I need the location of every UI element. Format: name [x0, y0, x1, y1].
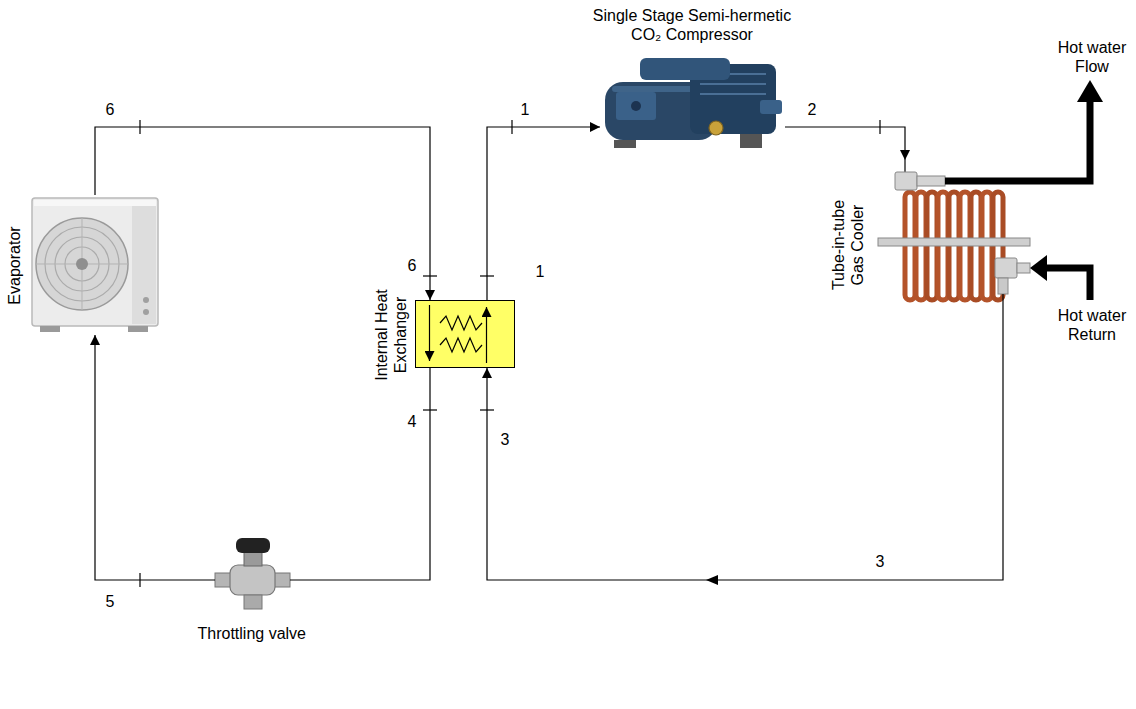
refrigerant-pipe [95, 127, 430, 300]
internal-heat-exchanger-node: Internal Heat Exchanger [415, 300, 515, 368]
refrigerant-pipe [487, 127, 600, 300]
refrigerant-pipe [290, 368, 430, 580]
compressor-node: Single Stage Semi-hermetic CO₂ Compresso… [600, 50, 785, 150]
gas-cooler-illustration [878, 160, 1030, 330]
state-point-number: 3 [876, 552, 885, 571]
heat-exchanger-symbol [416, 301, 514, 367]
state-point-ticks [140, 120, 880, 587]
component-label: Internal Heat Exchanger [372, 280, 410, 390]
hot-water-label: Hot water Return [1053, 306, 1131, 344]
component-label: Tube-in-tube Gas Cooler [829, 190, 867, 300]
state-point-number: 6 [408, 256, 417, 275]
hot-water-label: Hot water Flow [1053, 38, 1131, 76]
hot-water-arrows [945, 80, 1103, 300]
component-label: Evaporator [5, 226, 24, 304]
refrigerant-pipe [785, 127, 905, 160]
component-label: Single Stage Semi-hermetic CO₂ Compresso… [585, 6, 800, 44]
state-point-number: 2 [808, 100, 817, 119]
state-point-number: 1 [536, 262, 545, 281]
component-label: Throttling valve [198, 624, 307, 643]
throttling-valve-node: Throttling valve [215, 535, 290, 620]
state-point-number: 3 [501, 430, 510, 449]
state-point-number: 5 [106, 592, 115, 611]
refrigerant-pipe [95, 335, 215, 580]
state-point-number: 1 [521, 100, 530, 119]
gas-cooler-node: Tube-in-tube Gas Cooler [880, 160, 1030, 330]
state-point-number: 6 [106, 100, 115, 119]
evaporator-illustration [32, 198, 158, 332]
valve-illustration [215, 538, 290, 609]
refrigerant-pipe [487, 330, 1003, 580]
compressor-illustration [605, 58, 782, 148]
evaporator-node: Evaporator [30, 195, 160, 335]
state-point-number: 4 [408, 412, 417, 431]
